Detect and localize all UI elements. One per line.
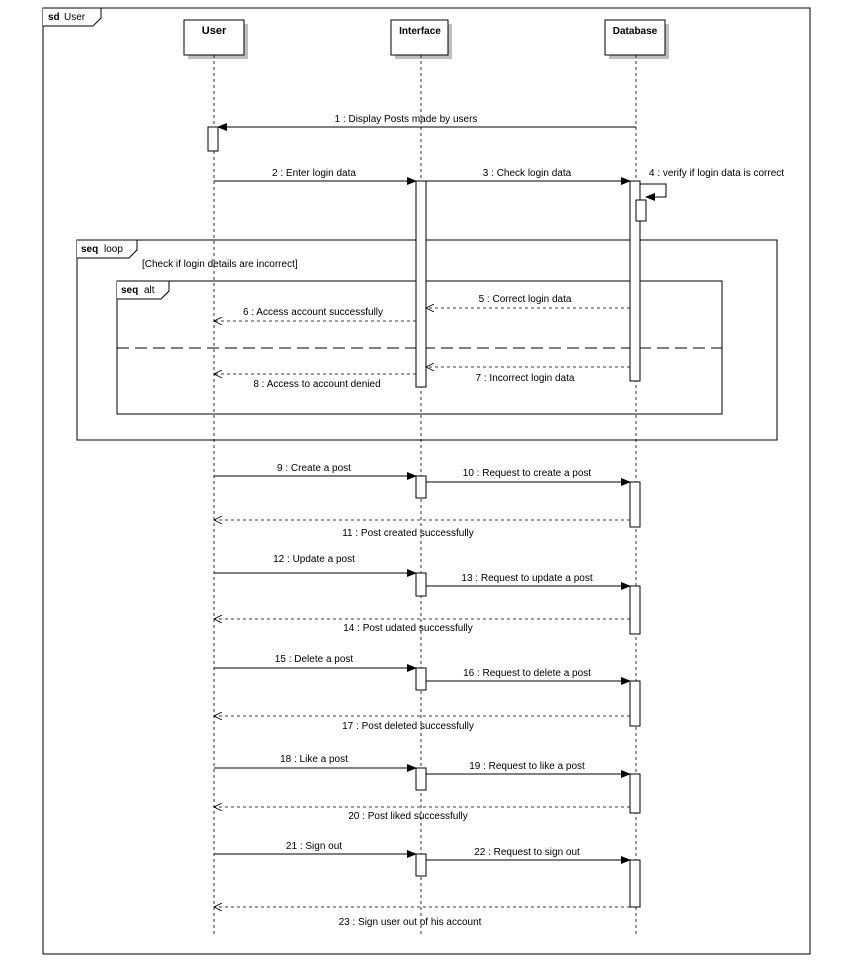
message-m17-label: 17 : Post deleted successfully xyxy=(342,721,474,732)
message-m16-label: 16 : Request to delete a post xyxy=(463,668,591,679)
lifeline-user-label: User xyxy=(202,25,227,37)
activation-interface-delete xyxy=(415,667,427,691)
message-m21-label: 21 : Sign out xyxy=(286,841,342,852)
activation-interface-update xyxy=(415,572,427,597)
fragment-loop-guard: [Check if login details are incorrect] xyxy=(142,259,298,270)
message-m15-label: 15 : Delete a post xyxy=(275,654,354,665)
message-m19-label: 19 : Request to like a post xyxy=(469,761,585,772)
activation-database-create xyxy=(629,481,641,528)
message-m4-arrow xyxy=(640,183,667,201)
message-m14-label: 14 : Post udated successfully xyxy=(343,623,473,634)
message-m1-label: 1 : Display Posts made by users xyxy=(335,114,478,125)
fragment-loop-kind: seq xyxy=(81,244,98,255)
message-m3-label: 3 : Check login data xyxy=(483,168,572,179)
activation-interface-like xyxy=(415,767,427,791)
messages: 1 : Display Posts made by users 2 : Enter… xyxy=(214,114,784,928)
fragment-loop xyxy=(76,239,778,441)
message-m11-label: 11 : Post created successfully xyxy=(342,528,474,539)
lifeline-interface-head xyxy=(390,19,449,56)
frame-kind: sd xyxy=(48,12,60,23)
activation-database-login xyxy=(629,180,641,382)
activation-database-self xyxy=(635,199,647,222)
message-m7-label: 7 : Incorrect login data xyxy=(476,373,575,384)
lifeline-interface-label: Interface xyxy=(399,26,441,37)
message-m20-label: 20 : Post liked successfully xyxy=(348,811,468,822)
activation-interface-create xyxy=(415,475,427,499)
lifeline-database-label: Database xyxy=(613,26,658,37)
message-m22-label: 22 : Request to sign out xyxy=(474,847,580,858)
diagram-frame-tab xyxy=(43,7,102,27)
activation-database-signout xyxy=(629,859,641,908)
activation-database-delete xyxy=(629,680,641,727)
activation-interface-signout xyxy=(415,853,427,877)
frame-name: User xyxy=(64,12,86,23)
message-m12-label: 12 : Update a post xyxy=(273,554,355,565)
diagram-frame xyxy=(42,7,811,955)
message-m18-label: 18 : Like a post xyxy=(280,754,348,765)
activation-interface-login xyxy=(415,180,427,388)
lifeline-database-head xyxy=(604,19,666,56)
message-m8-label: 8 : Access to account denied xyxy=(253,379,380,390)
activation-database-like xyxy=(629,773,641,814)
fragment-alt-tab xyxy=(117,280,170,300)
message-m5-label: 5 : Correct login data xyxy=(479,294,572,305)
message-m6-label: 6 : Access account successfully xyxy=(243,307,383,318)
message-m23-label: 23 : Sign user out of his account xyxy=(339,917,482,928)
fragment-loop-tab xyxy=(77,239,138,259)
message-m10-label: 10 : Request to create a post xyxy=(463,468,592,479)
message-m2-label: 2 : Enter login data xyxy=(272,168,356,179)
message-m13-label: 13 : Request to update a post xyxy=(461,573,592,584)
message-m9-label: 9 : Create a post xyxy=(277,463,351,474)
activation-user-1 xyxy=(207,126,219,152)
message-m4-label: 4 : verify if login data is correct xyxy=(649,168,784,179)
fragment-loop-name: loop xyxy=(104,244,123,255)
fragment-alt-name: alt xyxy=(144,285,155,296)
activation-database-update xyxy=(629,585,641,635)
fragment-alt-kind: seq xyxy=(121,285,138,296)
